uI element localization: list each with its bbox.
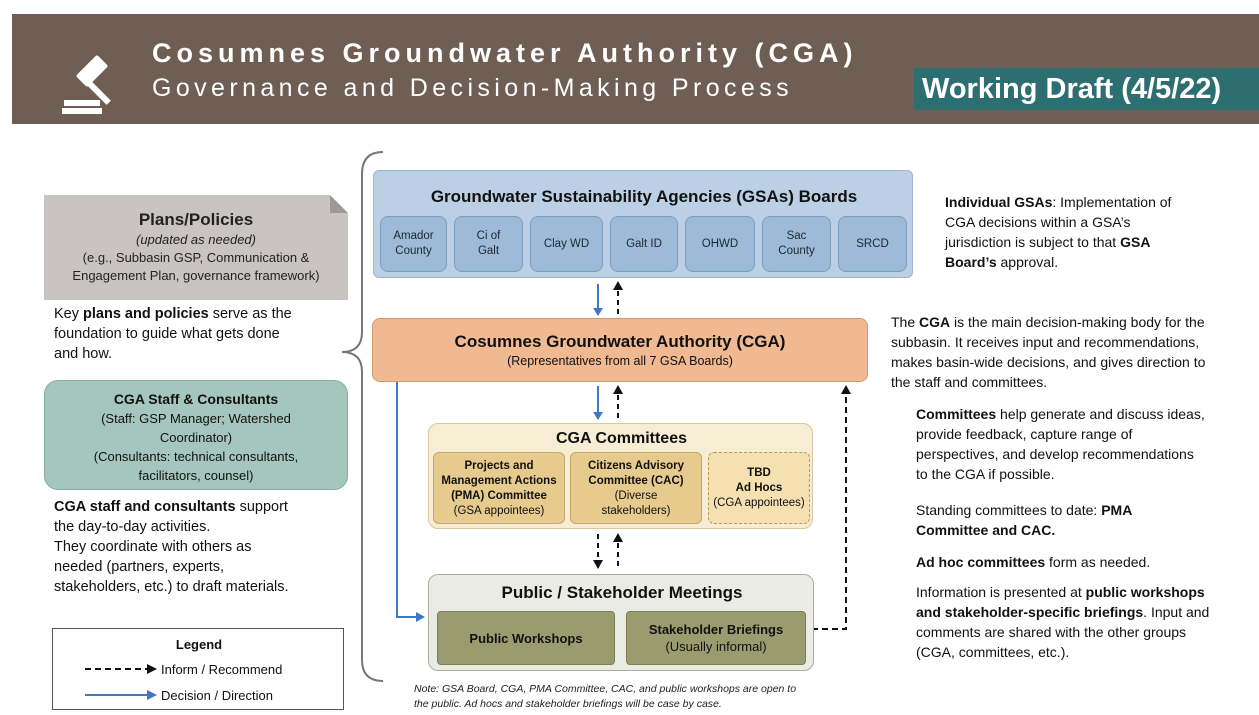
staff-line-3: (Consultants: technical consultants, (93, 449, 299, 464)
ad-hoc-committee-box: TBD Ad Hocs (CGA appointees) (708, 452, 810, 524)
staff-consultants-box: CGA Staff & Consultants (Staff: GSP Mana… (44, 380, 348, 490)
cga-subtitle: (Representatives from all 7 GSA Boards) (507, 354, 733, 368)
staff-line-4: facilitators, counsel) (138, 468, 254, 483)
plans-policies-box: Plans/Policies (updated as needed) (e.g.… (44, 195, 348, 300)
cac-committee-box: Citizens Advisory Committee (CAC) (Diver… (570, 452, 702, 524)
footnote: Note: GSA Board, CGA, PMA Committee, CAC… (414, 683, 797, 710)
committees-title: CGA Committees (556, 430, 687, 447)
plans-examples-line-2: Engagement Plan, governance framework) (72, 268, 320, 283)
plans-examples-line-1: (e.g., Subbasin GSP, Communication & (82, 250, 310, 265)
staff-line-2: Coordinator) (159, 430, 233, 445)
meetings-title: Public / Stakeholder Meetings (501, 583, 743, 602)
information-text: Information is presented at public works… (916, 584, 1210, 660)
legend-title: Legend (175, 637, 223, 652)
staff-title: CGA Staff & Consultants (113, 391, 279, 407)
page-title: Cosumnes Groundwater Authority (CGA) (152, 38, 858, 68)
plans-description: Key plans and policies serve as the foun… (54, 306, 292, 362)
agency-clay-wd: Clay WD (530, 216, 603, 272)
public-workshops-box: Public Workshops (437, 611, 615, 665)
grouping-brace (341, 151, 384, 682)
stakeholder-briefings-box: Stakeholder Briefings (Usually informal) (626, 611, 806, 665)
gsa-description: Individual GSAs: Implementation of CGA d… (945, 194, 1172, 270)
pma-committee-box: Projects and Management Actions (PMA) Co… (433, 452, 565, 524)
legend-inform-label: Inform / Recommend (161, 662, 283, 677)
legend-decision-label: Decision / Direction (161, 688, 273, 703)
cga-description: The CGA is the main decision-making body… (891, 314, 1206, 390)
legend-box: Legend Inform / Recommend Decision / Dir… (52, 628, 344, 710)
plans-updated-note: (updated as needed) (136, 232, 256, 247)
committees-description: Committees help generate and discuss ide… (916, 406, 1205, 482)
gavel-icon (62, 55, 111, 114)
cga-title: Cosumnes Groundwater Authority (CGA) (454, 332, 786, 351)
cga-box: Cosumnes Groundwater Authority (CGA) (Re… (372, 318, 868, 382)
public-meetings-box: Public / Stakeholder Meetings Public Wor… (428, 574, 814, 671)
legend-arrows (85, 664, 157, 700)
agency-srcd: SRCD (838, 216, 907, 272)
agency-ohwd: OHWD (685, 216, 755, 272)
plans-title: Plans/Policies (138, 210, 254, 229)
ad-hoc-text: Ad hoc committees form as needed. (916, 554, 1151, 570)
gsa-boards-box: Groundwater Sustainability Agencies (GSA… (373, 170, 913, 278)
draft-badge: Working Draft (4/5/22) (914, 68, 1259, 110)
inform-arrow-meetings-to-cga (812, 394, 847, 630)
gsa-boards-title: Groundwater Sustainability Agencies (GSA… (430, 187, 858, 206)
committees-box: CGA Committees Projects and Management A… (428, 423, 813, 529)
agency-galt-id: Galt ID (610, 216, 678, 272)
page-subtitle: Governance and Decision-Making Process (152, 74, 794, 102)
page-fold-corner (330, 195, 348, 213)
decision-arrow-cga-to-meetings (396, 382, 416, 618)
staff-description: CGA staff and consultants support the da… (54, 499, 289, 595)
standing-committees-text: Standing committees to date: PMA Committ… (916, 502, 1133, 538)
staff-line-1: (Staff: GSP Manager; Watershed (101, 411, 291, 426)
